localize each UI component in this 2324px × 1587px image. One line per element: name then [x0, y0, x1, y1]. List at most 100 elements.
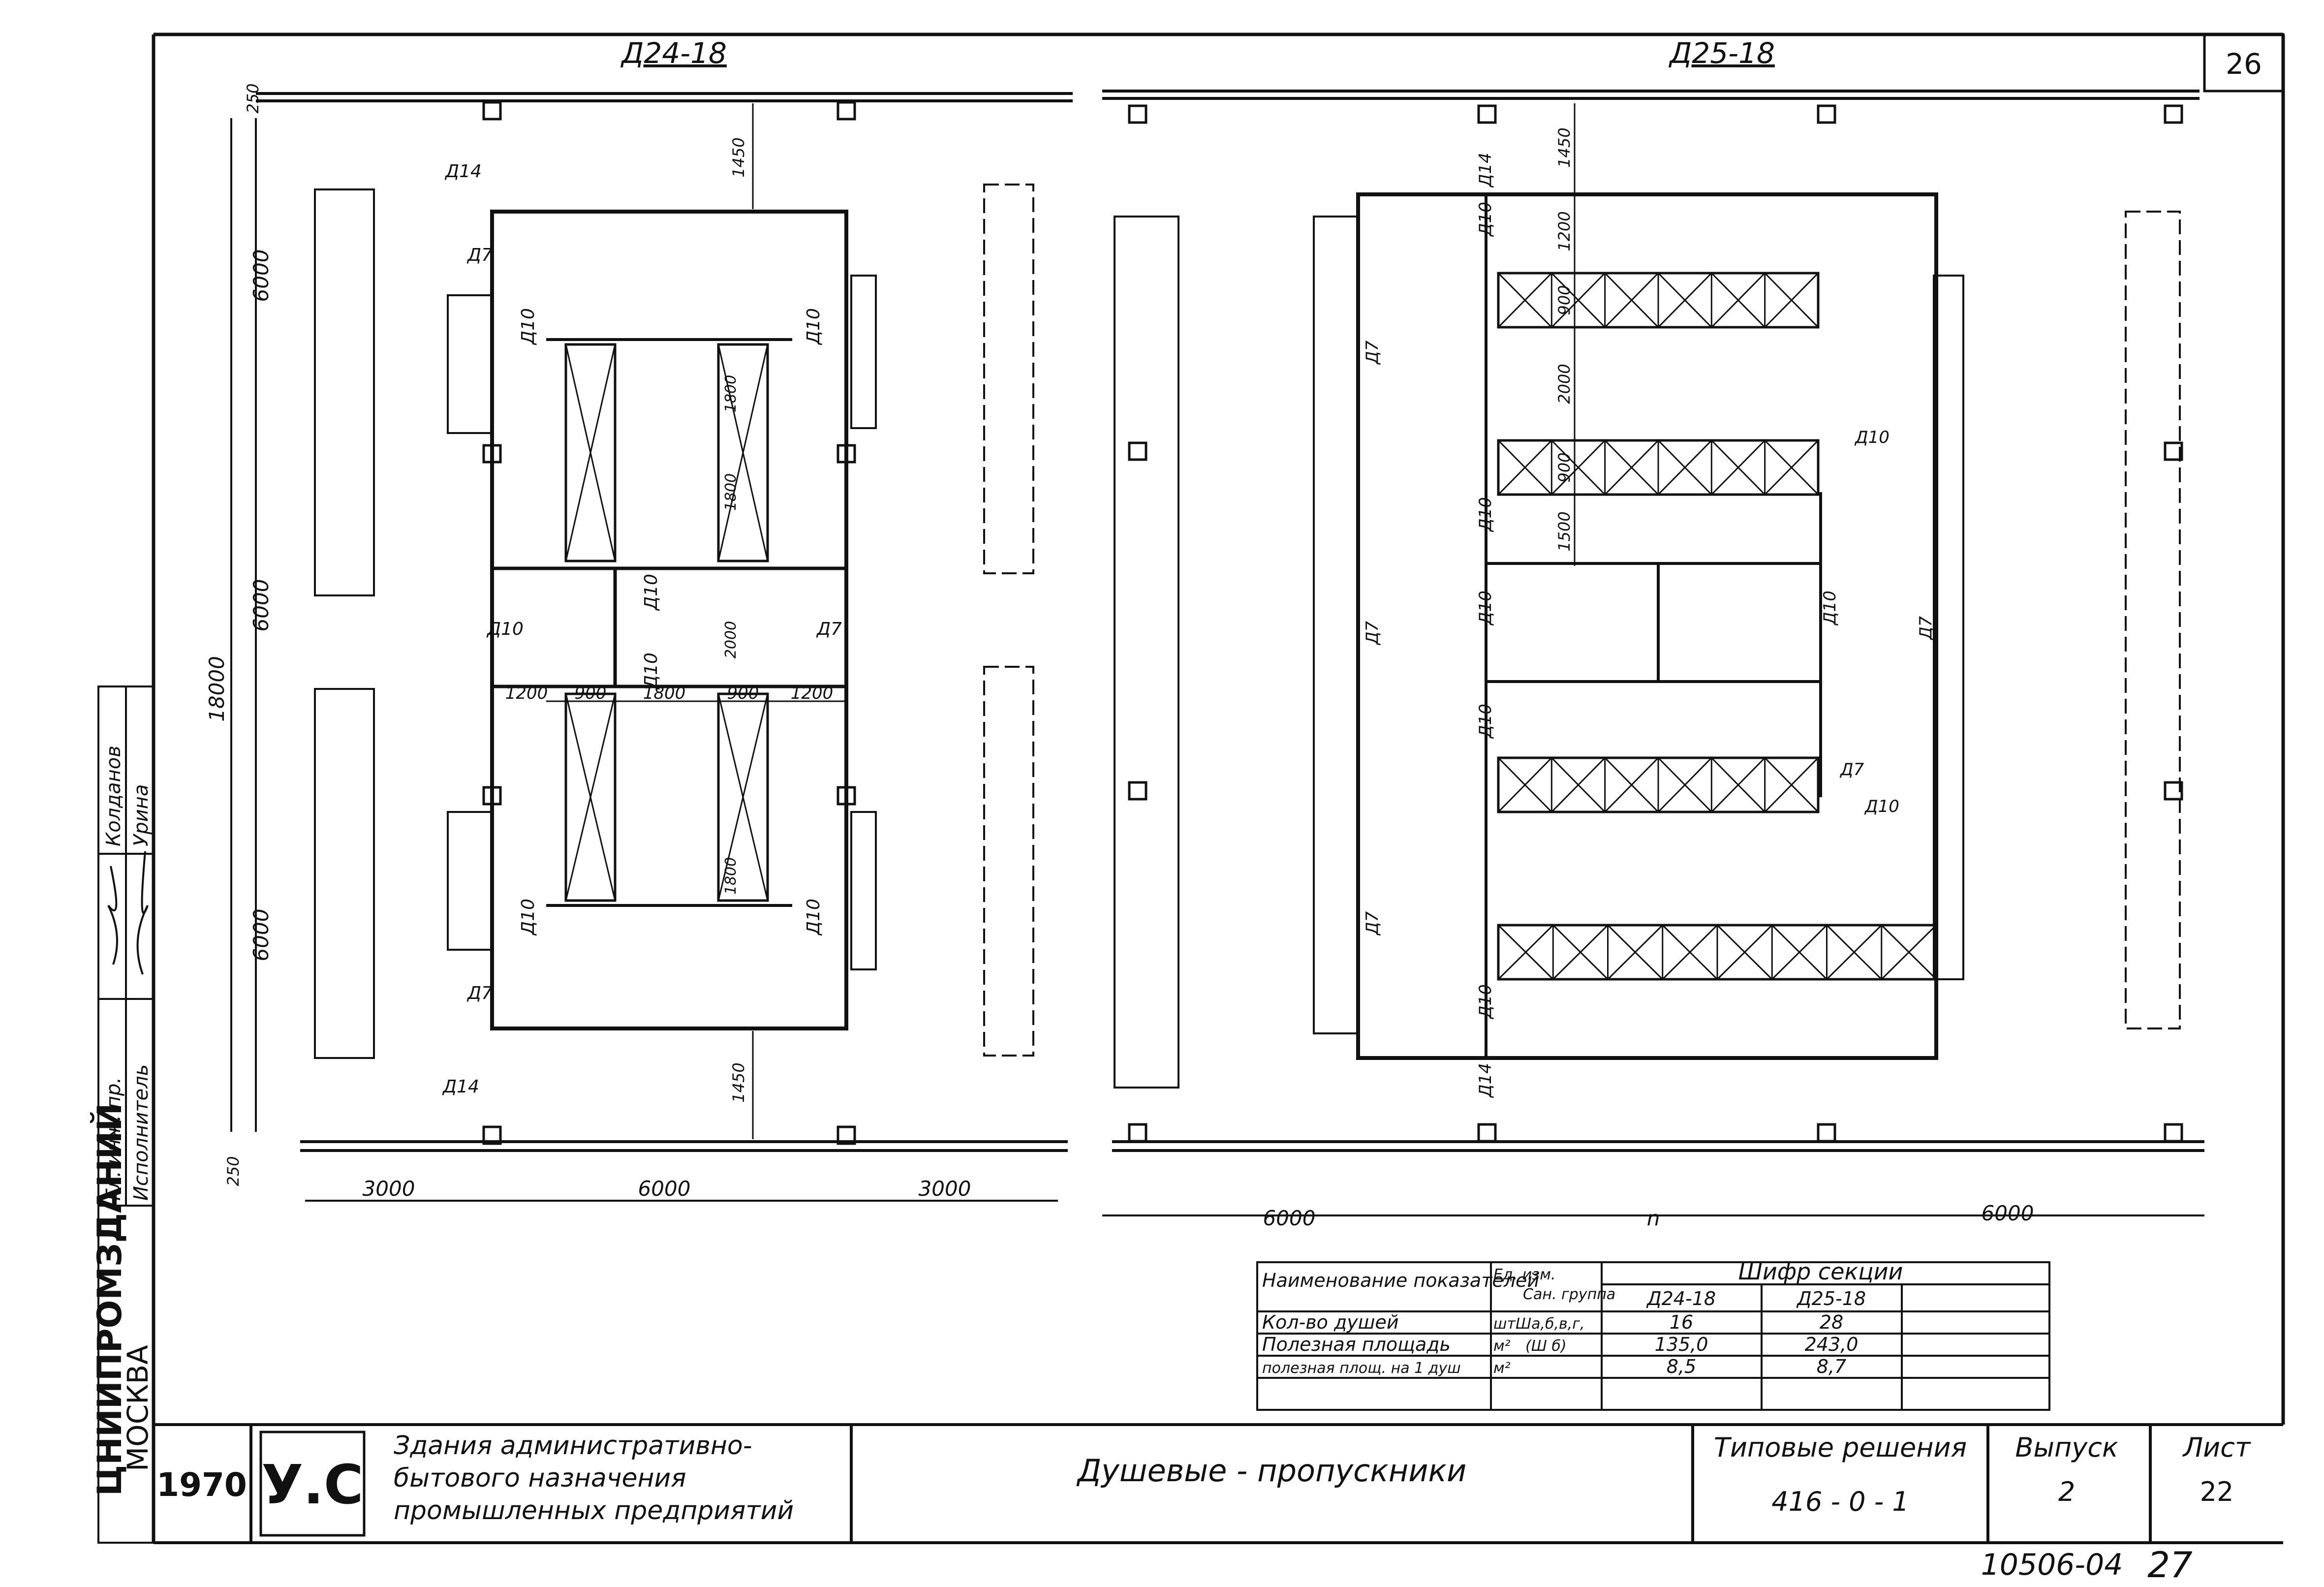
- publisher-name: ЦНИИПРОМЗДАНИЙ: [90, 1103, 129, 1496]
- door-label: Д10: [1476, 202, 1495, 237]
- corner-sheet-number: 26: [2226, 47, 2262, 81]
- title-issue-label: Выпуск: [2015, 1432, 2118, 1463]
- side-signatures: Гл. инж. пр. Исполнитель Колданов Урина: [102, 746, 153, 1201]
- dim-bottom-3: 6000: [1982, 1201, 2034, 1225]
- title-series-code: У.С: [261, 1453, 363, 1516]
- plan-right-doors: Д14 Д10 Д7 Д10 Д7 Д10 Д7 Д10 Д7 Д10 Д10 …: [1363, 153, 1936, 1098]
- dim-overall-height: 18000: [205, 656, 229, 722]
- title-building-type: Здания административно-бытового назначен…: [394, 1431, 794, 1525]
- table-row-value-2: 28: [1820, 1311, 1843, 1333]
- dim-inner-4: 900: [727, 684, 759, 703]
- table-row-group: (Ш б): [1525, 1338, 1567, 1355]
- door-label: Д10: [804, 308, 824, 345]
- role-chief-engineer: Гл. инж. пр.: [102, 1077, 125, 1201]
- shower-cross: [1764, 757, 1819, 813]
- table-row-name: Полезная площадь: [1262, 1334, 1451, 1355]
- dim-bottom-1: 3000: [363, 1177, 415, 1201]
- shower-cross: [1657, 439, 1712, 496]
- sheet-frame: [152, 32, 2285, 1544]
- shower-cross: [1657, 272, 1712, 328]
- dim-vertical-5: 900: [1555, 452, 1574, 482]
- shower-cross: [1716, 924, 1773, 980]
- door-label: Д10: [518, 899, 538, 936]
- spec-table-grid: [1256, 1261, 2050, 1411]
- dim-bottom-2: 6000: [638, 1177, 691, 1201]
- dim-inner-1: 1200: [505, 684, 548, 703]
- door-label: Д7: [1916, 616, 1936, 641]
- door-label: Д10: [486, 619, 524, 639]
- signature-scribble: [107, 851, 149, 975]
- role-executor: Исполнитель: [130, 1064, 153, 1201]
- table-header-group: Сан. группа: [1523, 1286, 1615, 1303]
- door-label: Д14: [1476, 153, 1495, 188]
- shower-cross: [1764, 272, 1819, 328]
- title-sheet-label: Лист: [2182, 1432, 2251, 1463]
- table-row-value-1: 16: [1670, 1311, 1693, 1333]
- door-label: Д10: [1476, 704, 1495, 739]
- table-row-value-2: 8,7: [1817, 1356, 1846, 1377]
- door-label: Д10: [1476, 591, 1495, 626]
- dim-axis-top: 250: [244, 83, 262, 113]
- shower-cross: [1711, 757, 1766, 813]
- shower-cross: [1551, 272, 1606, 328]
- shower-cross: [1711, 272, 1766, 328]
- table-header-cipher: Шифр секции: [1738, 1258, 1903, 1285]
- title-sheet-value: 22: [2200, 1476, 2234, 1507]
- dim-vertical-3: 900: [1555, 285, 1574, 315]
- dim-offset-bottom: 1450: [729, 1062, 748, 1102]
- table-header-unit: Ед. изм.: [1493, 1266, 1555, 1283]
- dim-segment-2: 6000: [249, 579, 273, 632]
- shower-cross: [1657, 757, 1712, 813]
- door-label: Д7: [466, 245, 493, 265]
- table-row-value-2: 243,0: [1805, 1334, 1859, 1355]
- door-label: Д10: [641, 653, 661, 690]
- shower-cross: [1604, 757, 1659, 813]
- table-header-code-2: Д25-18: [1796, 1288, 1866, 1309]
- shower-cross: [1497, 757, 1552, 813]
- shower-cross: [1711, 439, 1766, 496]
- shower-cross: [1764, 439, 1819, 496]
- spec-table: Наименование показателей Ед. изм. Сан. г…: [1262, 1258, 1903, 1377]
- dim-vertical-3: 1800: [722, 473, 740, 511]
- dim-segment-1: 6000: [249, 249, 273, 302]
- title-block-grid: [249, 1425, 2152, 1543]
- plan-right-title: Д25-18: [1668, 36, 1775, 70]
- door-label: Д7: [1839, 760, 1864, 779]
- title-issue-value: 2: [2058, 1476, 2075, 1507]
- plan-right: [1102, 90, 2204, 1216]
- door-label: Д7: [466, 983, 493, 1003]
- dim-vertical-2: 1200: [1555, 211, 1574, 251]
- dim-bottom-2: n: [1647, 1206, 1660, 1230]
- title-drawing-title: Душевые - пропускники: [1076, 1453, 1467, 1489]
- dim-bottom-1: 6000: [1263, 1206, 1316, 1230]
- shower-cross: [1771, 924, 1828, 980]
- title-building-type-box: Здания административно-бытового назначен…: [394, 1431, 794, 1525]
- dim-vertical-4: 1800: [722, 857, 740, 895]
- dim-vertical-1: 1450: [1555, 127, 1574, 167]
- plan-left-title: Д24-18: [620, 36, 727, 70]
- door-label: Д7: [1363, 621, 1382, 646]
- door-label: Д10: [641, 574, 661, 611]
- shower-cross: [1607, 924, 1663, 980]
- door-label: Д7: [1363, 340, 1382, 365]
- dim-inner-5: 1200: [791, 684, 834, 703]
- dim-bottom-3: 3000: [919, 1177, 971, 1201]
- door-label: Д7: [1363, 911, 1382, 936]
- shower-cross: [1497, 439, 1552, 496]
- plan-left-doors: Д14 Д7 Д10 Д10 Д10 Д10 Д10 Д7 Д10 Д10 Д7…: [442, 161, 842, 1097]
- door-label: Д10: [518, 308, 538, 345]
- plan-right-shower-crosses: [1497, 272, 1937, 980]
- dim-inner-2: 900: [575, 684, 607, 703]
- door-label: Д7: [816, 619, 842, 639]
- table-header-code-1: Д24-18: [1646, 1288, 1716, 1309]
- table-row-name: полезная площ. на 1 душ: [1262, 1360, 1461, 1377]
- shower-cross: [1604, 439, 1659, 496]
- shower-cross: [1881, 924, 1937, 980]
- plan-left: [230, 92, 1073, 1202]
- door-label: Д10: [1476, 497, 1495, 532]
- shower-cross: [1497, 924, 1554, 980]
- shower-cross: [1662, 924, 1718, 980]
- name-executor: Урина: [130, 784, 153, 846]
- dim-segment-3: 6000: [249, 909, 273, 962]
